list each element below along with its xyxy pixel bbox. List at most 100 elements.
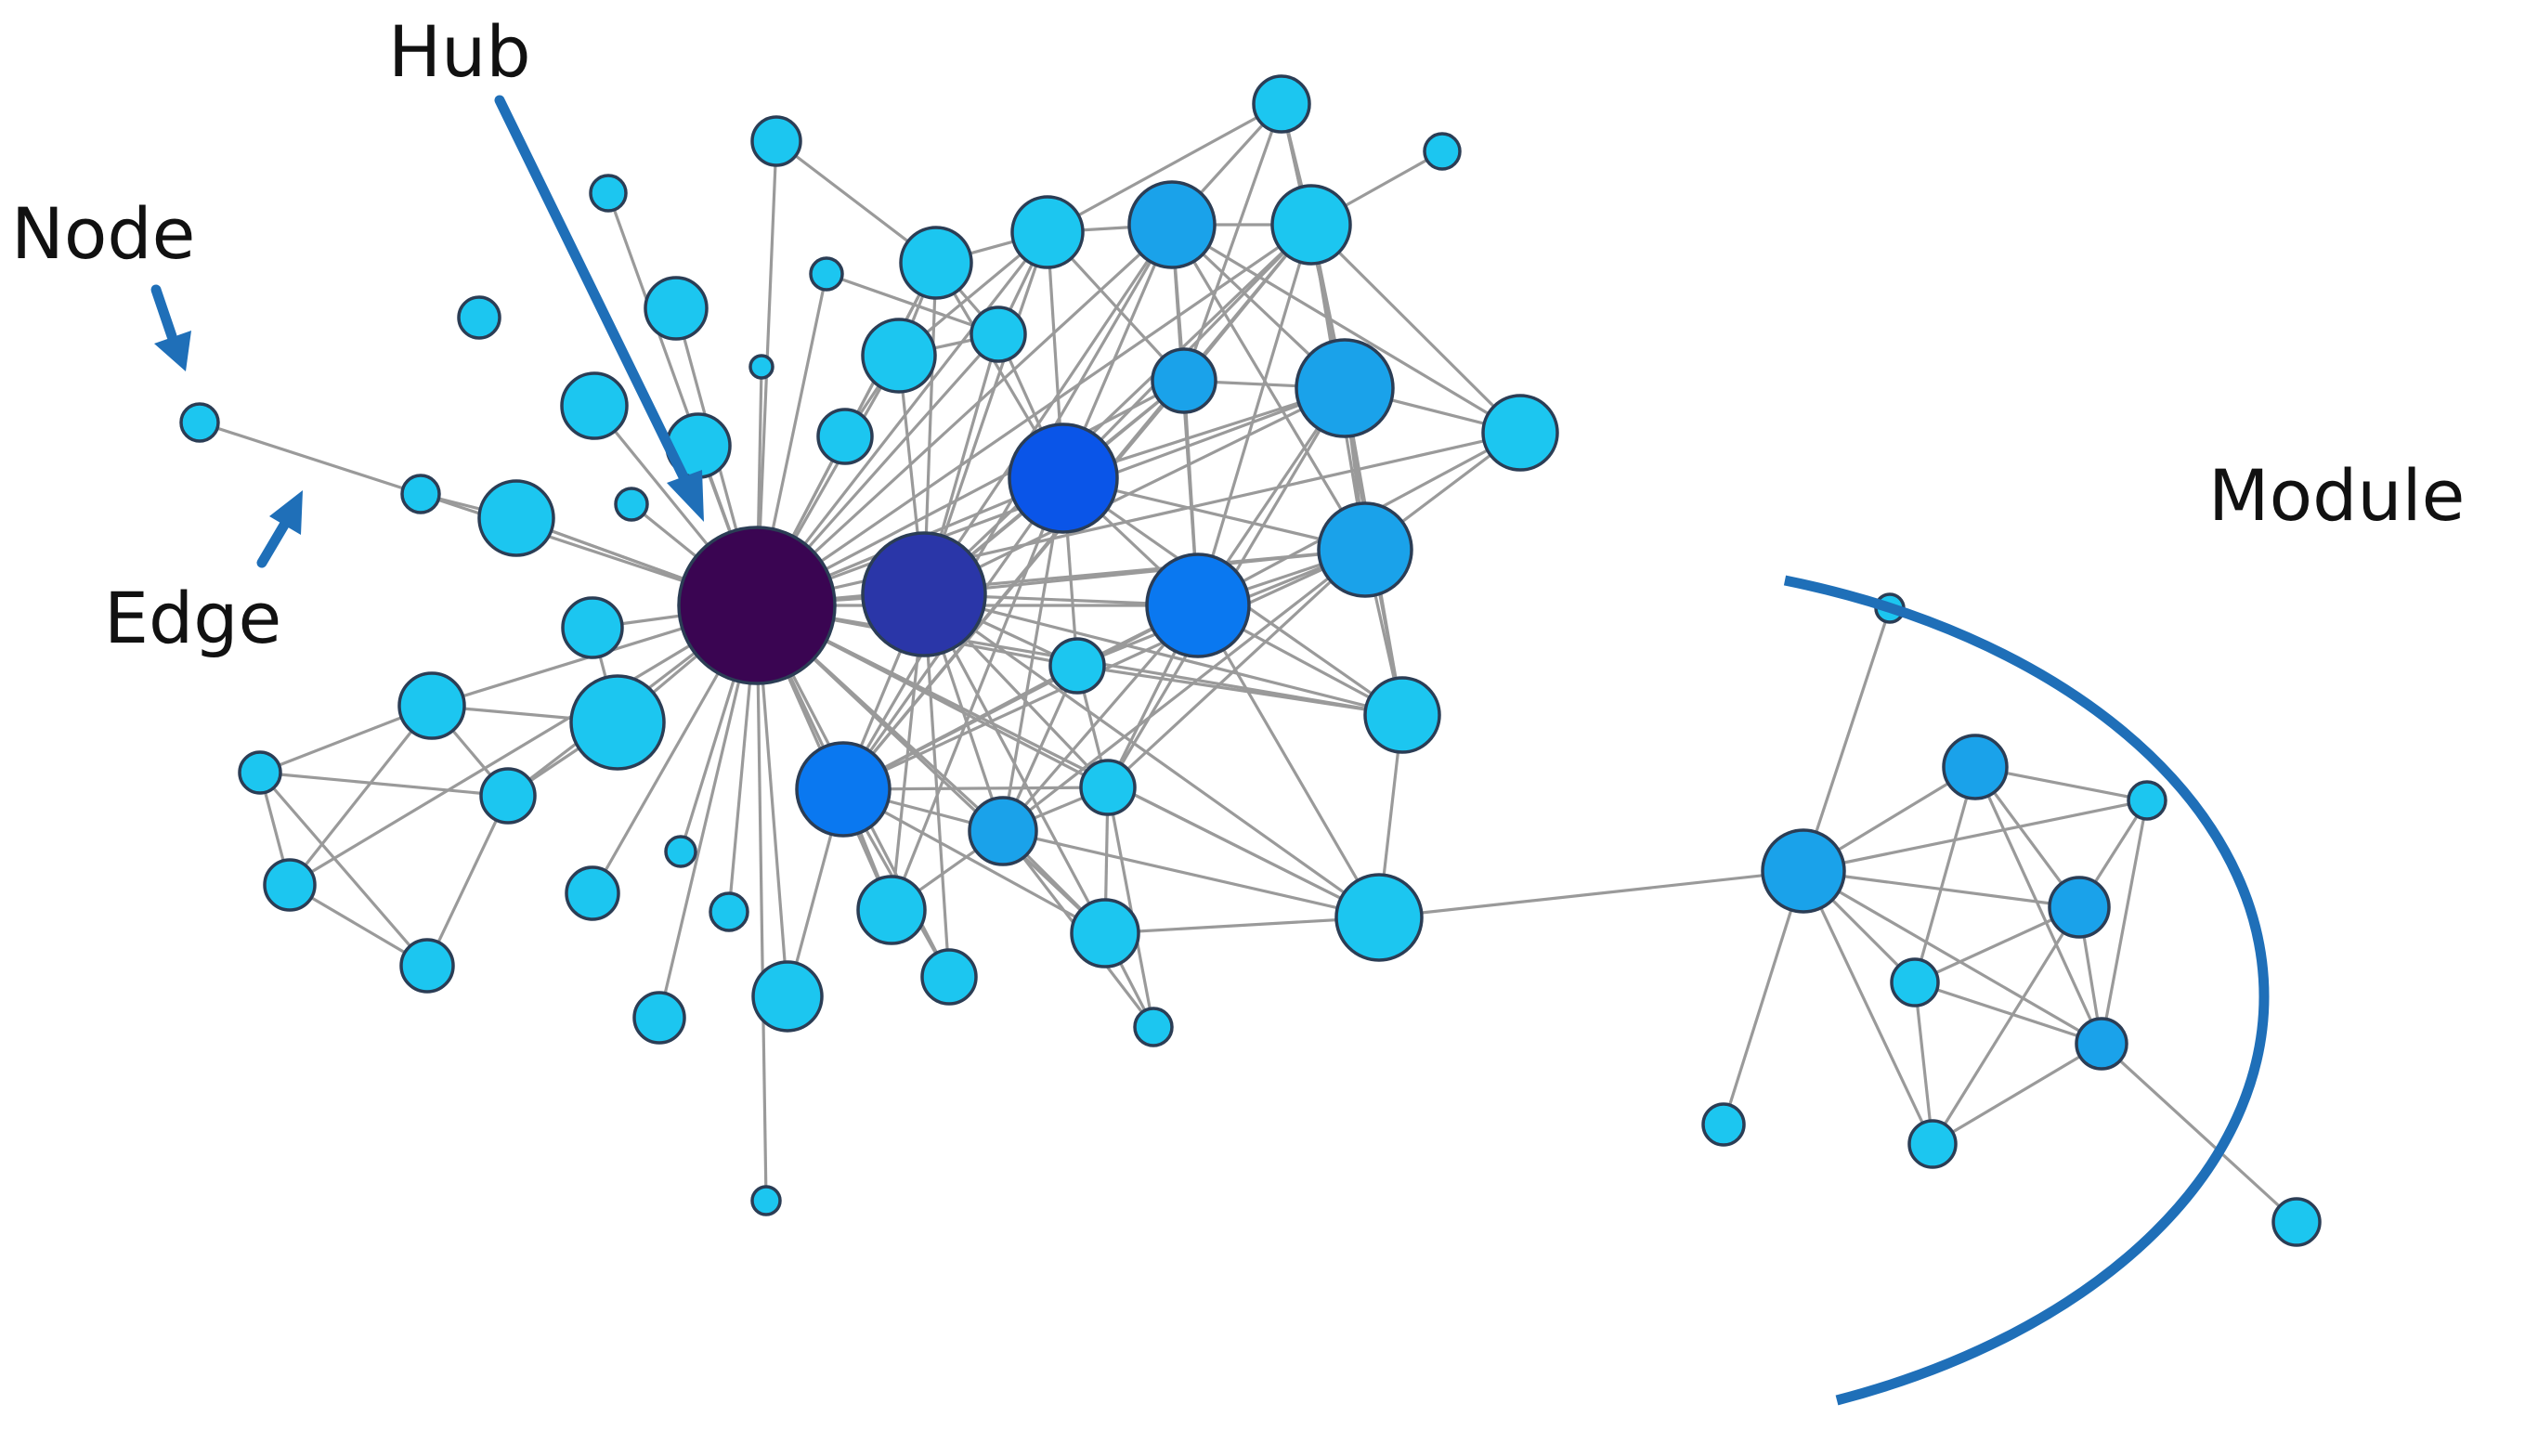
edge: [425, 795, 510, 967]
node: [560, 371, 629, 440]
node: [1070, 898, 1140, 968]
edge: [923, 386, 1346, 596]
module-arc-bracket-icon: [1783, 575, 2270, 1406]
node: [664, 835, 697, 868]
node: [899, 226, 973, 300]
module-node: [1942, 734, 2009, 800]
node: [750, 1185, 782, 1216]
node: [1252, 74, 1311, 134]
edge: [1914, 981, 2102, 1046]
edge: [1196, 224, 1313, 606]
edges-layer: [199, 102, 2298, 1224]
edge: [1182, 103, 1283, 382]
node: [1423, 132, 1462, 171]
edge: [289, 604, 758, 887]
node: [1334, 873, 1424, 962]
node: [856, 875, 927, 945]
edge: [1378, 869, 1804, 919]
edge: [259, 771, 509, 798]
node: [1317, 501, 1413, 598]
node: [477, 479, 555, 557]
edge: [1803, 799, 2148, 873]
edge: [755, 604, 768, 1202]
node: [1133, 1007, 1174, 1047]
node: [457, 295, 501, 340]
edge: [199, 421, 422, 496]
module-node: [2075, 1017, 2128, 1071]
hub-node: [677, 526, 837, 685]
edge-arrowhead-icon: [269, 490, 303, 535]
node: [179, 402, 220, 443]
node: [479, 767, 537, 825]
node: [1048, 637, 1106, 695]
edge: [1802, 870, 1934, 1145]
edge: [1913, 982, 1934, 1145]
node: [1079, 759, 1137, 816]
edge: [841, 224, 1174, 790]
edge: [1803, 869, 2102, 1046]
node: [920, 948, 978, 1006]
edge: [1076, 664, 1403, 717]
node: [632, 991, 686, 1045]
node: [861, 318, 937, 394]
node: [1127, 180, 1217, 269]
node: [751, 960, 824, 1033]
edge: [1932, 1042, 2102, 1146]
edge: [1106, 786, 1155, 1028]
edge: [1913, 766, 1977, 983]
node: [614, 487, 649, 522]
hub-label: Hub: [388, 10, 531, 93]
node: [750, 115, 802, 167]
node: [399, 938, 455, 994]
edge: [922, 593, 951, 978]
edge: [922, 223, 1313, 596]
edge: [922, 224, 1174, 595]
edge: [841, 379, 1186, 791]
node-arrowhead-icon: [154, 331, 191, 371]
module-node: [2127, 780, 2167, 821]
node: [809, 256, 844, 292]
module-node: [1701, 1102, 1746, 1147]
edge: [1931, 906, 2081, 1145]
edge: [923, 592, 1403, 717]
edge-arrow-icon: [256, 516, 292, 568]
node: [748, 354, 774, 380]
node: [565, 865, 620, 921]
node: [709, 891, 749, 932]
edge: [755, 223, 1174, 607]
edge: [1171, 223, 1521, 435]
node: [644, 276, 709, 341]
node: [589, 174, 628, 213]
edge: [1309, 223, 1522, 435]
node: [1010, 195, 1085, 269]
node: [1145, 552, 1251, 658]
edge: [890, 477, 1065, 911]
node: [968, 796, 1038, 866]
node-arrow-icon: [150, 284, 177, 342]
node: [263, 858, 317, 912]
node: [238, 750, 282, 795]
edge: [1047, 102, 1282, 234]
module-node: [2048, 876, 2111, 939]
edge: [1106, 548, 1367, 789]
node: [1363, 676, 1441, 754]
node: [816, 408, 874, 465]
hub-arrow-icon: [494, 95, 697, 500]
edge-label: Edge: [104, 577, 281, 659]
edge: [1802, 607, 1892, 872]
edge: [1104, 916, 1380, 935]
edge: [756, 604, 1380, 919]
module-label: Module: [2208, 454, 2465, 537]
node: [1151, 347, 1217, 414]
edge: [923, 548, 1366, 596]
edge: [1002, 829, 1380, 919]
edge: [258, 771, 429, 968]
edge: [756, 379, 1185, 607]
node: [1008, 422, 1119, 534]
edge: [1722, 870, 1805, 1125]
node: [795, 741, 892, 838]
edge: [1973, 766, 2103, 1045]
nodes-layer: [179, 74, 2322, 1247]
